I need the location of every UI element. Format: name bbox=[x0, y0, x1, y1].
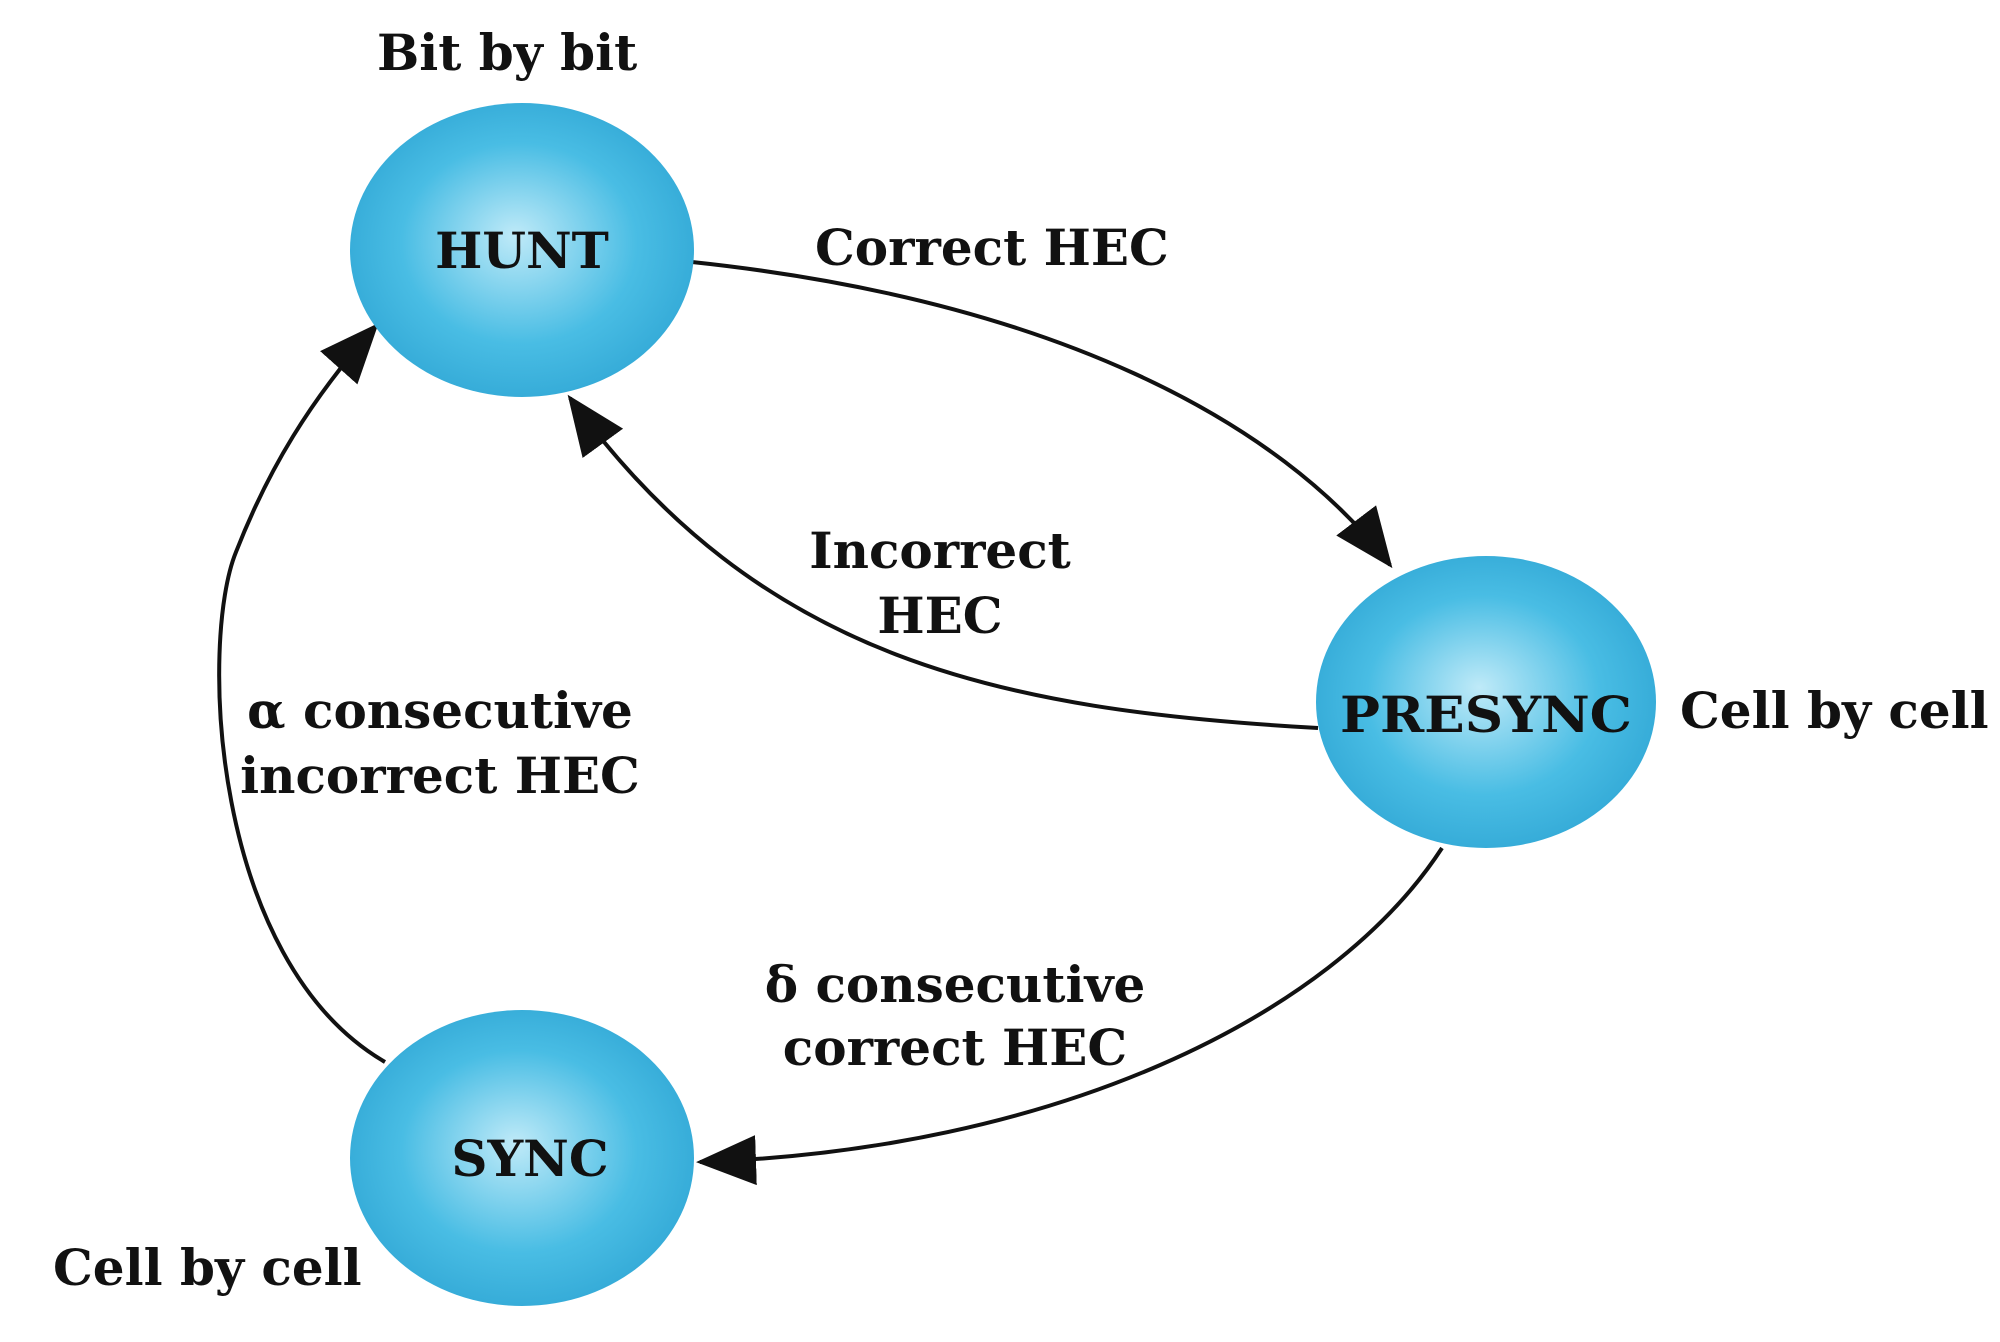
state-presync-circle bbox=[1316, 556, 1656, 848]
label-correct-hec: Correct HEC bbox=[815, 218, 1169, 277]
edge-presync-to-hunt bbox=[567, 394, 1319, 730]
state-sync-label: SYNC bbox=[451, 1129, 608, 1188]
label-delta-consecutive-line1: δ consecutive bbox=[765, 955, 1146, 1014]
label-alpha-consecutive-line1: α consecutive bbox=[247, 681, 633, 740]
state-sync-circle bbox=[350, 1010, 694, 1306]
state-hunt-circle bbox=[350, 103, 694, 397]
hunt-mode-note: Bit by bit bbox=[377, 23, 637, 82]
presync-mode-note: Cell by cell bbox=[1680, 681, 1989, 740]
state-presync: PRESYNC bbox=[1316, 556, 1656, 848]
state-hunt-label: HUNT bbox=[435, 221, 609, 280]
edge-presync-to-sync bbox=[696, 846, 1444, 1186]
state-presync-label: PRESYNC bbox=[1340, 685, 1632, 744]
label-delta-consecutive-line2: correct HEC bbox=[783, 1018, 1127, 1077]
label-incorrect-hec-line1: Incorrect bbox=[809, 521, 1071, 580]
state-sync: SYNC bbox=[350, 1010, 694, 1306]
edge-hunt-to-presync bbox=[691, 260, 1393, 569]
label-incorrect-hec-line2: HEC bbox=[877, 586, 1002, 645]
state-hunt: HUNT bbox=[350, 103, 694, 397]
label-alpha-consecutive-line2: incorrect HEC bbox=[240, 746, 640, 805]
edge-sync-to-hunt bbox=[217, 323, 387, 1064]
sync-mode-note: Cell by cell bbox=[53, 1238, 362, 1297]
